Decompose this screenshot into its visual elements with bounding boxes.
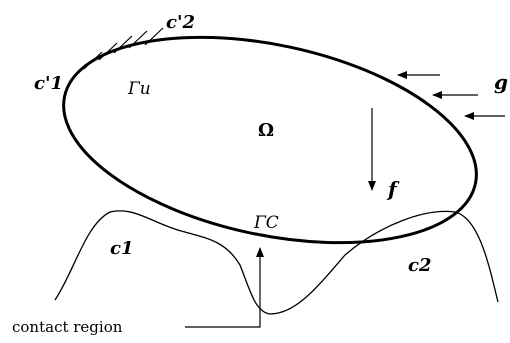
traction-arrows	[397, 71, 505, 120]
label-traction-g: g	[494, 70, 508, 94]
label-omega: Ω	[258, 120, 274, 141]
contact-region-pointer	[185, 247, 264, 328]
label-c2: c2	[408, 255, 431, 276]
label-gamma-u: Γu	[127, 79, 151, 99]
label-c1-prime: c'1	[34, 73, 63, 94]
label-c1: c1	[110, 238, 133, 259]
label-gamma-c: ΓC	[253, 213, 279, 233]
label-c2-prime: c'2	[166, 12, 195, 33]
elastic-body-ellipse	[62, 35, 478, 245]
label-contact-region: contact region	[12, 318, 123, 336]
label-force-f: f	[386, 177, 400, 201]
